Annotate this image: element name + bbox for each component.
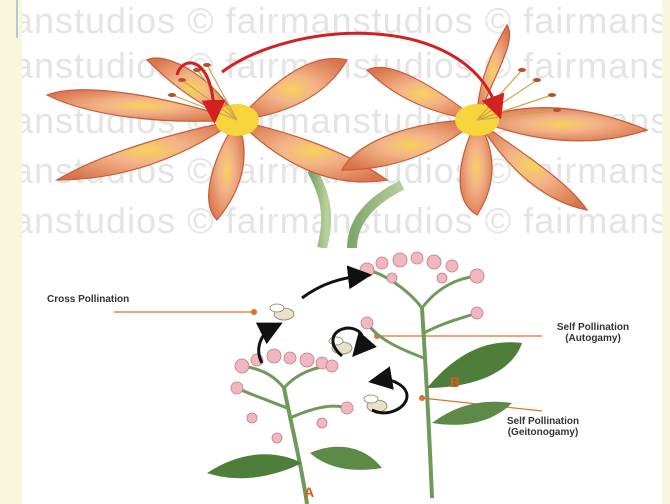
lily-stem	[352, 185, 402, 248]
left-border	[0, 0, 22, 504]
label-line: (Autogamy)	[538, 333, 648, 344]
border-tick	[2, 0, 18, 38]
pollination-diagram: Cross Pollination Self Pollination (Auto…	[22, 248, 662, 504]
label-self-autogamy: Self Pollination (Autogamy)	[538, 322, 648, 344]
lily-photo: manstudios © fairmanstudios © fairmanstu…	[22, 0, 662, 248]
label-line: Self Pollination	[478, 416, 608, 427]
label-line: (Geitonogamy)	[478, 427, 608, 438]
arrow-insect-to-b	[302, 276, 360, 298]
label-line: Self Pollination	[538, 322, 648, 333]
lily-stem	[312, 170, 326, 248]
plant-letter-a: A	[304, 484, 314, 500]
plant-b	[360, 252, 522, 498]
label-self-geitonogamy: Self Pollination (Geitonogamy)	[478, 416, 608, 438]
diagram-illustration	[22, 248, 662, 504]
plant-letter-b: B	[450, 374, 460, 390]
label-cross-pollination: Cross Pollination	[47, 294, 129, 305]
plant-a	[207, 349, 382, 504]
lily-illustration	[22, 0, 662, 248]
right-lily	[342, 25, 647, 215]
left-lily	[47, 58, 387, 220]
